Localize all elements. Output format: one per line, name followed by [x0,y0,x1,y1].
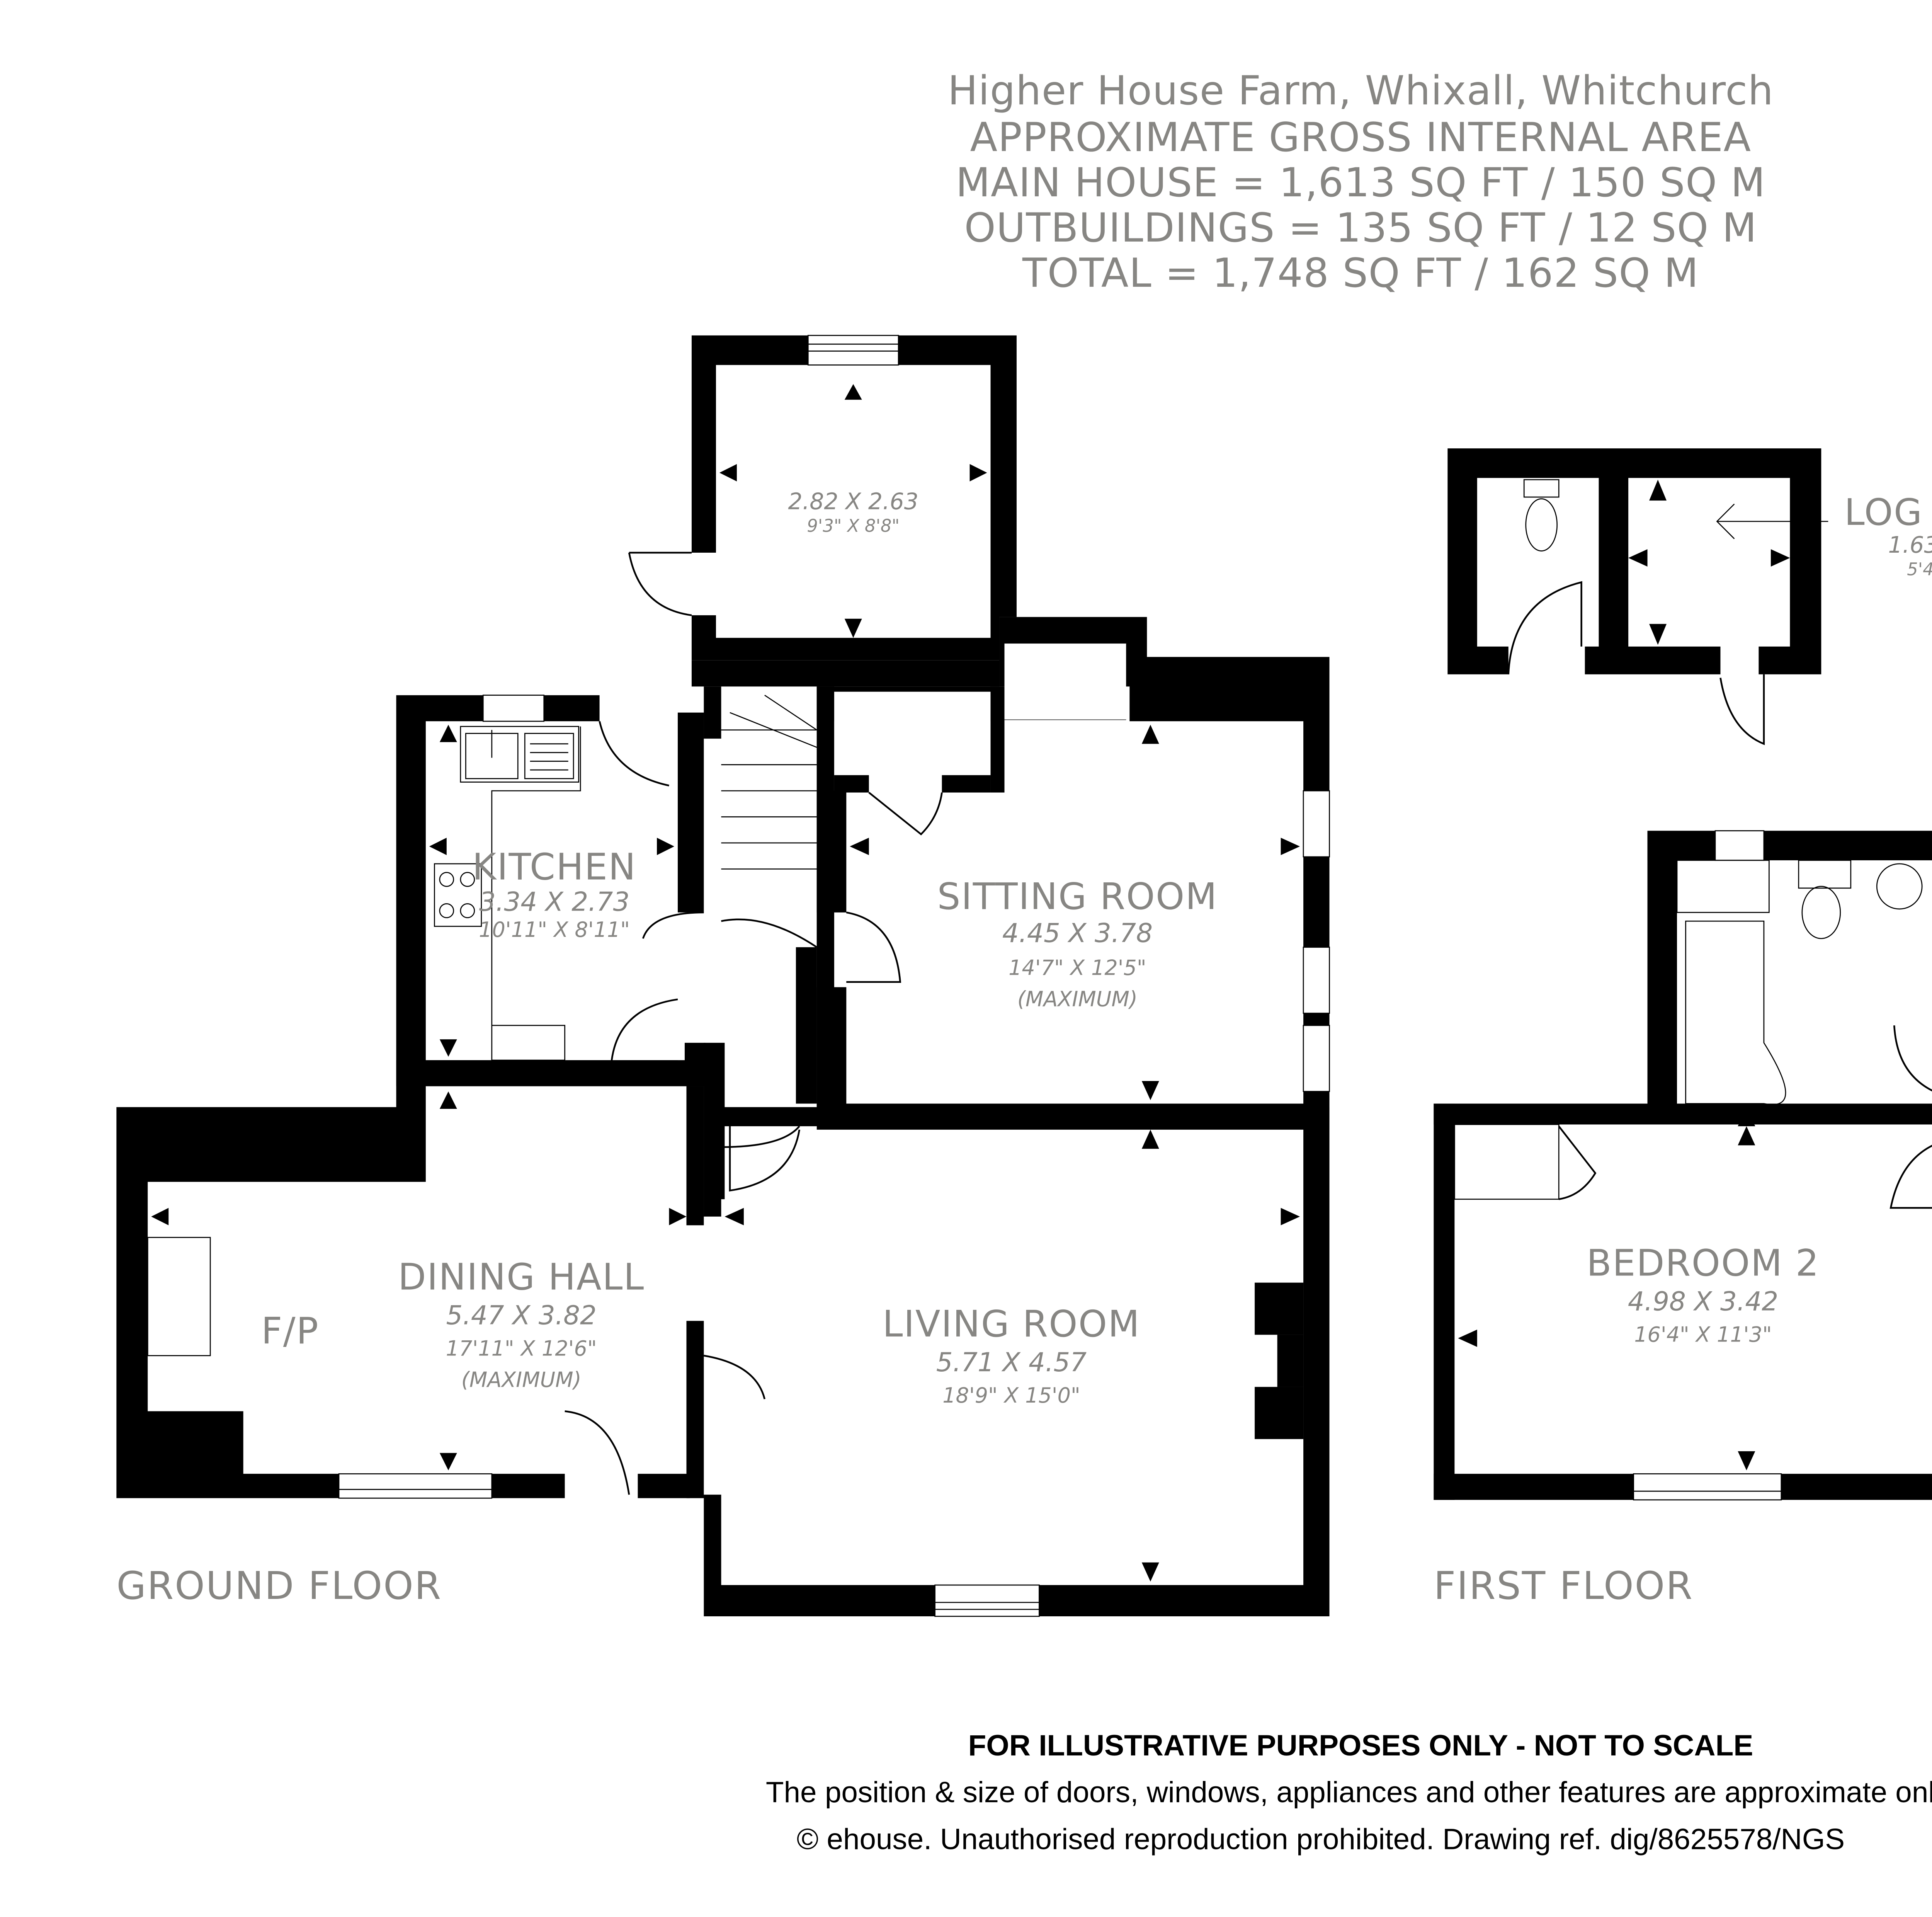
porch-imperial: 9'3" X 8'8" [807,516,900,536]
dining-hall-name: DINING HALL [398,1256,645,1299]
fireplace-label: F/P [261,1310,319,1352]
sitting-room-note: (MAXIMUM) [1017,987,1138,1011]
ground-floor-plan: 2.82 X 2.63 9'3" X 8'8" [116,335,1330,1617]
dining-hall-metric: 5.47 X 3.82 [446,1300,597,1331]
dining-hall-imperial: 17'11" X 12'6" [446,1336,597,1361]
approximation-note: The position & size of doors, windows, a… [766,1776,1932,1809]
kitchen-metric: 3.34 X 2.73 [479,886,629,917]
ground-floor-label: GROUND FLOOR [116,1564,442,1608]
property-title: Higher House Farm, Whixall, Whitchurch [948,68,1774,114]
kitchen-imperial: 10'11" X 8'11" [479,918,630,942]
living-room-metric: 5.71 X 4.57 [936,1347,1087,1377]
copyright-note: © ehouse. Unauthorised reproduction proh… [797,1823,1845,1856]
living-room [704,1107,1330,1617]
log-store-name: LOG STORE [1844,491,1932,534]
porch-room [628,335,1017,661]
living-room-imperial: 18'9" X 15'0" [942,1383,1080,1408]
first-floor-walls [1434,830,1932,1501]
first-floor-plan: LOG STORE 1.63 X 1.60 5'4" X 5'3" [1434,448,1932,1608]
outbuilding [1447,448,1828,745]
outbuildings-area: OUTBUILDINGS = 135 SQ FT / 12 SQ M [964,205,1757,251]
total-area: TOTAL = 1,748 SQ FT / 162 SQ M [1022,250,1699,296]
sitting-room-imperial: 14'7" X 12'5" [1009,956,1146,980]
kitchen-name: KITCHEN [472,846,636,888]
living-room-name: LIVING ROOM [883,1303,1140,1345]
ground-stairs [691,660,1000,1199]
sitting-room-metric: 4.45 X 3.78 [1002,918,1153,948]
porch-metric: 2.82 X 2.63 [788,489,918,515]
kitchen-room [396,695,706,1086]
disclaimer: FOR ILLUSTRATIVE PURPOSES ONLY - NOT TO … [968,1729,1753,1762]
header: Higher House Farm, Whixall, Whitchurch A… [948,68,1774,296]
log-store-imperial: 5'4" X 5'3" [1907,559,1932,579]
log-store-metric: 1.63 X 1.60 [1888,532,1932,558]
landing [1889,1144,1932,1209]
area-title: APPROXIMATE GROSS INTERNAL AREA [970,114,1752,161]
dining-hall-note: (MAXIMUM) [461,1367,582,1392]
footer: FOR ILLUSTRATIVE PURPOSES ONLY - NOT TO … [766,1729,1932,1856]
sitting-room-name: SITTING ROOM [937,875,1218,918]
sitting-room [816,617,1330,1130]
bedroom-2-room [1454,1124,1755,1471]
bedroom-2-imperial: 16'4" X 11'3" [1634,1323,1772,1347]
bedroom-2-name: BEDROOM 2 [1587,1242,1820,1285]
first-floor-label: FIRST FLOOR [1434,1564,1693,1608]
bedroom-2-metric: 4.98 X 3.42 [1628,1286,1778,1317]
bathroom [1676,860,1932,1126]
dining-hall-room [116,1060,766,1499]
main-house-area: MAIN HOUSE = 1,613 SQ FT / 150 SQ M [956,160,1765,206]
